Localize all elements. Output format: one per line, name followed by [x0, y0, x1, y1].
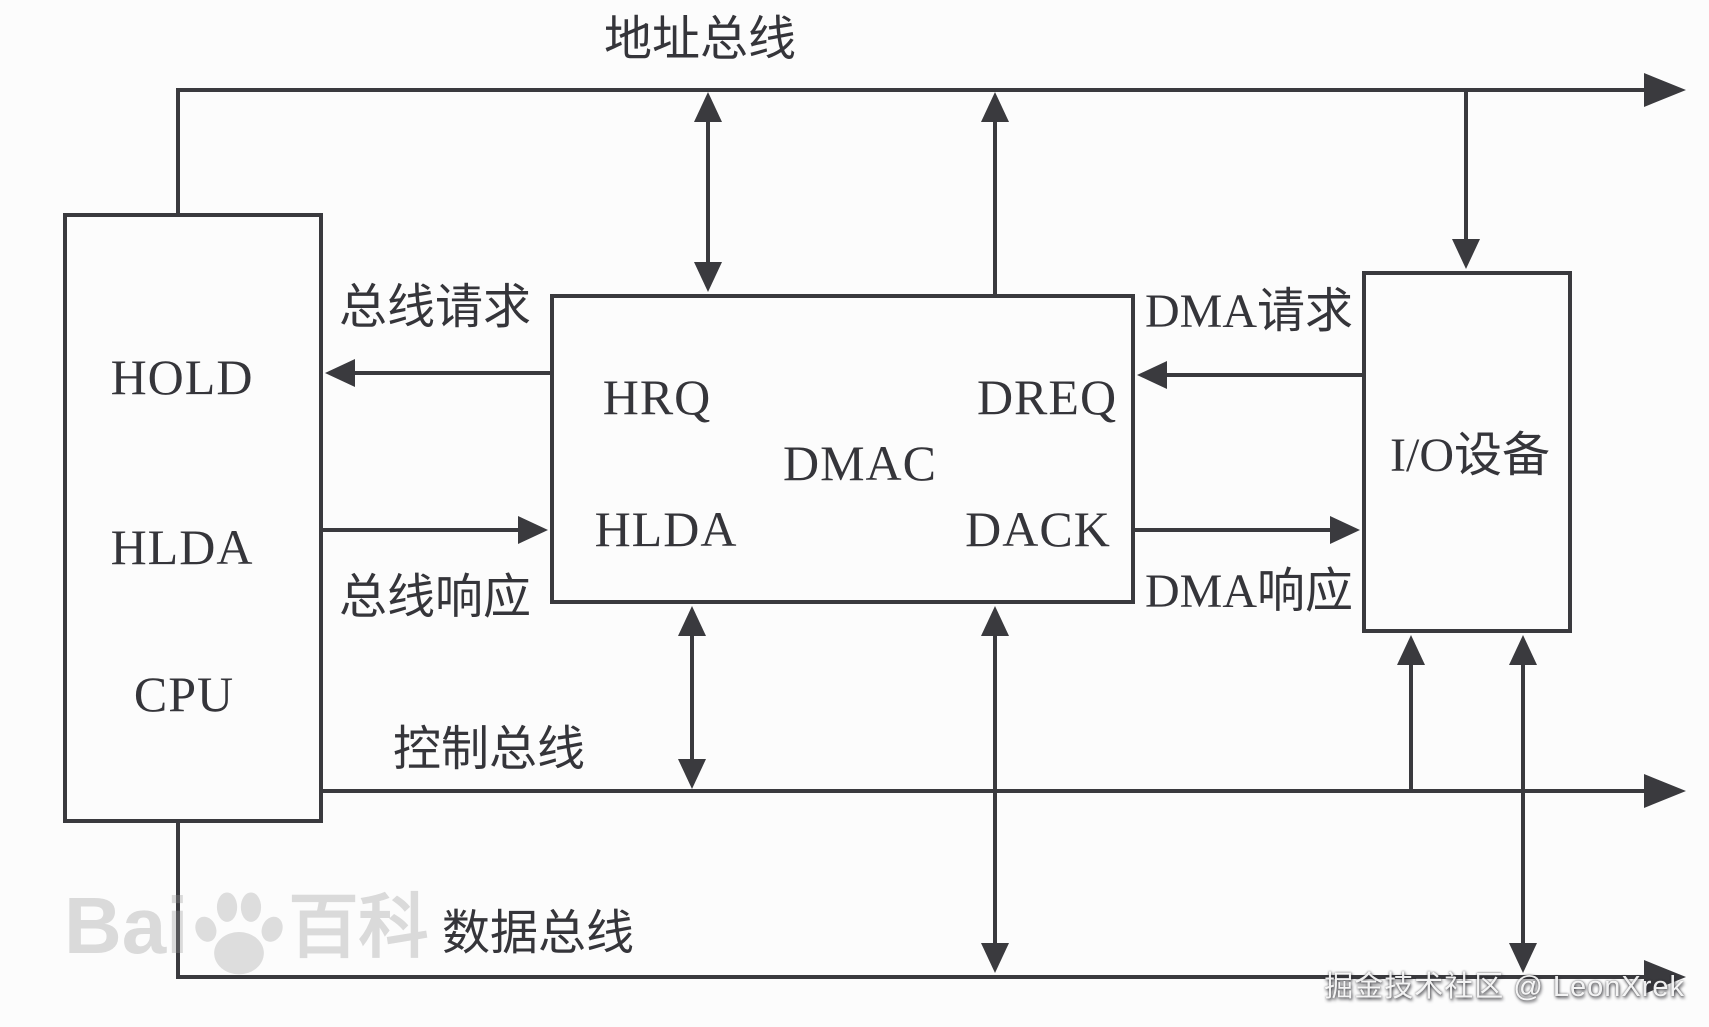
io-data-connector-line: [1521, 655, 1525, 955]
dmac-control-up-arrowhead-icon: [678, 606, 706, 636]
dmac-data-up-arrowhead-icon: [981, 606, 1009, 636]
dmac-control-down-arrowhead-icon: [678, 759, 706, 789]
data-bus-line: [176, 975, 1650, 979]
dmac-address-down-arrowhead-icon: [694, 262, 722, 292]
dma-request-arrowhead-icon: [1137, 361, 1167, 389]
dmac-dreq-label: DREQ: [976, 369, 1118, 425]
bus-response-arrowhead-icon: [518, 516, 548, 544]
dma-response-arrowhead-icon: [1330, 516, 1360, 544]
io-data-down-arrowhead-icon: [1509, 943, 1537, 973]
baike-watermark-text: 百科: [288, 888, 429, 966]
io-control-up-arrowhead-icon: [1397, 635, 1425, 665]
bus-response-arrow-line: [323, 528, 523, 532]
dma-request-label: DMA请求: [1144, 285, 1354, 338]
bus-request-label: 总线请求: [338, 281, 532, 334]
dmac-control-connector-line: [690, 625, 694, 770]
baidu-paw-icon: [189, 883, 289, 980]
address-bus-label: 地址总线: [603, 13, 797, 66]
dmac-hlda-label: HLDA: [594, 501, 738, 557]
cpu-hlda-label: HLDA: [110, 519, 254, 575]
dmac-hrq-label: HRQ: [602, 369, 712, 425]
dma-response-arrow-line: [1135, 528, 1335, 532]
io-device-box: I/O设备: [1362, 271, 1572, 633]
io-address-down-arrowhead-icon: [1452, 239, 1480, 269]
io-device-name-label: I/O设备: [1390, 429, 1550, 482]
dmac-name-label: DMAC: [782, 435, 938, 491]
dmac-dack-label: DACK: [965, 501, 1111, 557]
io-address-connector-line: [1464, 92, 1468, 247]
io-control-connector-line: [1409, 655, 1413, 789]
dma-request-arrow-line: [1162, 373, 1362, 377]
bus-request-arrow-line: [350, 371, 550, 375]
dmac-address-out-line: [993, 110, 997, 294]
control-bus-label: 控制总线: [392, 723, 586, 776]
dmac-address-connector-line: [706, 110, 710, 270]
data-bus-arrowhead-icon: [1644, 960, 1686, 994]
address-bus-arrowhead-icon: [1644, 73, 1686, 107]
dmac-address-up-arrowhead-icon: [694, 92, 722, 122]
juejin-watermark: 掘金技术社区 @ LeonXrek: [1324, 971, 1685, 1003]
cpu-address-connector-line: [176, 88, 180, 215]
io-data-up-arrowhead-icon: [1509, 635, 1537, 665]
bus-response-label: 总线响应: [338, 571, 532, 624]
cpu-name-label: CPU: [133, 666, 235, 722]
control-bus-arrowhead-icon: [1644, 774, 1686, 808]
baidu-watermark-text: Bai: [64, 881, 189, 970]
cpu-box: HOLD HLDA CPU: [63, 213, 323, 823]
address-bus-line: [176, 88, 1650, 92]
dmac-data-connector-line: [993, 625, 997, 955]
control-bus-line: [321, 789, 1650, 793]
dmac-data-down-arrowhead-icon: [981, 943, 1009, 973]
cpu-hold-label: HOLD: [110, 349, 254, 405]
cpu-data-connector-line: [176, 821, 180, 977]
data-bus-label: 数据总线: [441, 907, 635, 960]
dmac-box: HRQ DREQ DMAC HLDA DACK: [550, 294, 1135, 604]
dmac-address-out-arrowhead-icon: [981, 92, 1009, 122]
bus-request-arrowhead-icon: [325, 359, 355, 387]
dma-response-label: DMA响应: [1144, 565, 1354, 618]
baidu-baike-watermark: Bai 百科: [64, 872, 429, 980]
